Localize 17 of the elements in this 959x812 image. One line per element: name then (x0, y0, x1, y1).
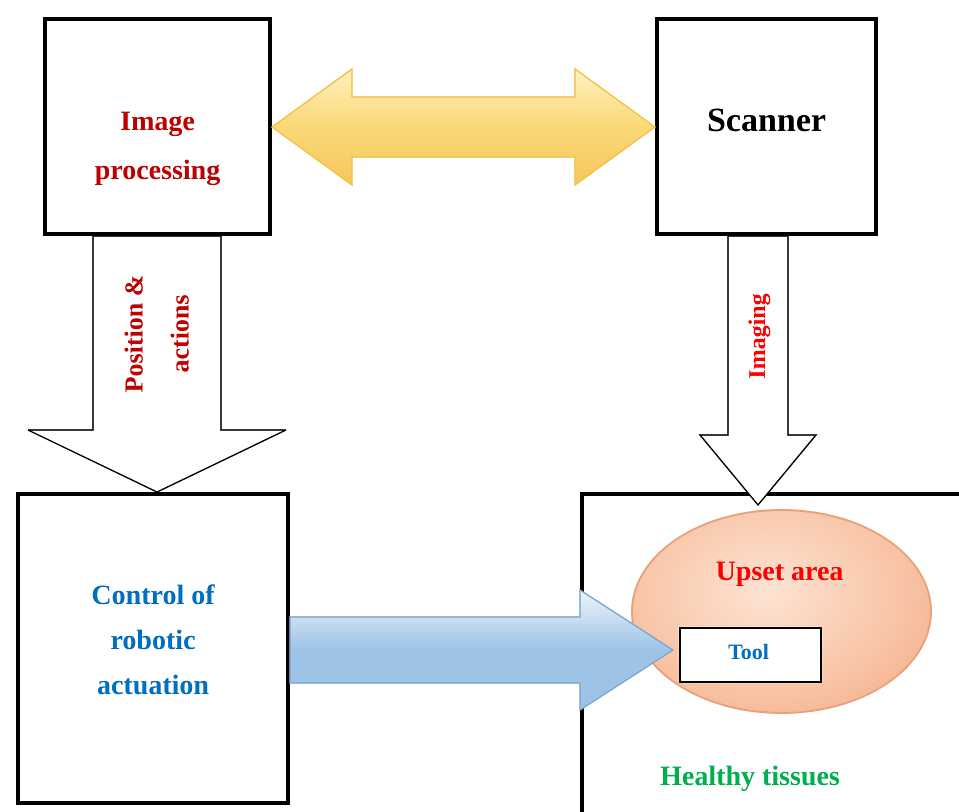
double-arrow (270, 68, 656, 186)
node-label: Control of robotic actuation (90, 579, 216, 703)
block-arrow (27, 235, 287, 493)
block-arrow (289, 588, 674, 712)
node-label: Scanner (706, 101, 827, 141)
node-label: Image processing (94, 105, 222, 188)
process-box (655, 17, 878, 236)
edge-label: Position & actions (118, 273, 195, 394)
edge-label: Imaging (744, 292, 772, 380)
block-arrow (698, 235, 818, 506)
node-label: Tool (727, 639, 770, 666)
tissue-box (580, 492, 959, 812)
node-label: Healthy tissues (659, 760, 841, 794)
tool-box (679, 627, 822, 683)
process-box (16, 492, 290, 805)
node-label: Upset area (714, 555, 844, 589)
process-box (43, 17, 272, 236)
